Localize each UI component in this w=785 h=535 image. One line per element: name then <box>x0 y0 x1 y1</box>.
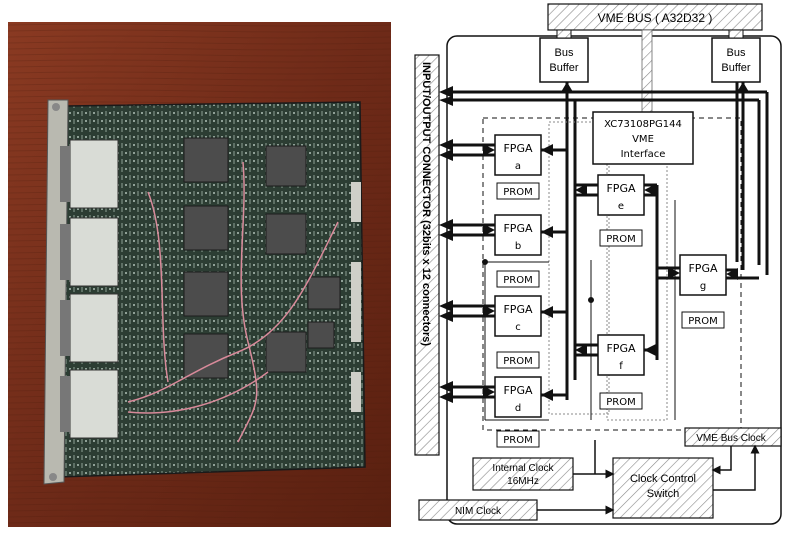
bus-buffer-left-line1: Bus <box>555 47 574 59</box>
vme-bus-clock: VME Bus Clock <box>685 428 781 446</box>
fpga-a-label: FPGA <box>503 142 532 155</box>
internal-clock: Internal Clock 16MHz <box>473 458 573 490</box>
vme-bus-label: VME BUS ( A32D32 ) <box>598 11 713 25</box>
fpga-a-id: a <box>515 161 521 172</box>
io-to-fpga-arrows <box>453 145 495 397</box>
prom-c: PROM <box>503 356 532 367</box>
vme-bus: VME BUS ( A32D32 ) <box>548 4 762 30</box>
fpga-b-label: FPGA <box>503 222 532 235</box>
fpga-f: FPGA f PROM <box>598 335 644 409</box>
bus-buffer-left: Bus Buffer <box>540 38 588 82</box>
vme-interface-chip: XC73108PG144 VME Interface <box>593 112 693 164</box>
fpga-d: FPGA d PROM <box>495 377 541 447</box>
io-connector: INPUT/OUTPUT CONNECTOR (32bits x 12 conn… <box>415 55 439 455</box>
board-photo <box>8 22 391 527</box>
prom-a: PROM <box>503 187 532 198</box>
bus-buffer-left-line2: Buffer <box>549 62 578 74</box>
circuit-board <box>44 100 365 484</box>
vme-bus-clock-label: VME Bus Clock <box>696 433 766 444</box>
clock-control-line2: Switch <box>647 488 679 500</box>
fpga-d-label: FPGA <box>503 384 532 397</box>
fpga-f-label: FPGA <box>606 342 635 355</box>
fpga-c-id: c <box>515 322 521 333</box>
prom-f: PROM <box>606 397 635 408</box>
fpga-d-id: d <box>515 403 521 414</box>
fpga-g-id: g <box>700 281 706 292</box>
bus-buffer-right-line1: Bus <box>727 47 746 59</box>
fpga-e: FPGA e PROM <box>598 175 644 246</box>
io-connector-label: INPUT/OUTPUT CONNECTOR (32bits x 12 conn… <box>420 62 432 346</box>
vme-interface-line3: Interface <box>621 149 666 160</box>
vme-interface-line2: VME <box>632 134 654 145</box>
nim-clock-label: NIM Clock <box>455 506 502 517</box>
clock-control-switch: Clock Control Switch <box>613 458 713 518</box>
fpga-g-label: FPGA <box>688 262 717 275</box>
internal-clock-line2: 16MHz <box>507 476 539 487</box>
vme-interface-part: XC73108PG144 <box>604 119 682 130</box>
fpga-g: FPGA g PROM <box>680 255 726 328</box>
bus-buffer-right-line2: Buffer <box>721 62 750 74</box>
prom-g: PROM <box>688 316 717 327</box>
fpga-b-id: b <box>515 241 521 252</box>
fpga-f-id: f <box>619 361 623 372</box>
fpga-a: FPGA a PROM <box>495 135 541 199</box>
fpga-e-id: e <box>618 201 624 212</box>
fpga-b: FPGA b PROM <box>495 215 541 287</box>
prom-d: PROM <box>503 435 532 446</box>
fpga-c: FPGA c PROM <box>495 296 541 368</box>
prom-b: PROM <box>503 275 532 286</box>
block-diagram: VME BUS ( A32D32 ) INPUT/OUTPUT CONNECTO… <box>395 0 785 535</box>
bus-buffer-right: Bus Buffer <box>712 38 760 82</box>
clock-control-line1: Clock Control <box>630 473 696 485</box>
fpga-e-label: FPGA <box>606 182 635 195</box>
prom-e: PROM <box>606 234 635 245</box>
fpga-c-label: FPGA <box>503 303 532 316</box>
nim-clock: NIM Clock <box>419 500 537 520</box>
internal-clock-line1: Internal Clock <box>492 463 554 474</box>
